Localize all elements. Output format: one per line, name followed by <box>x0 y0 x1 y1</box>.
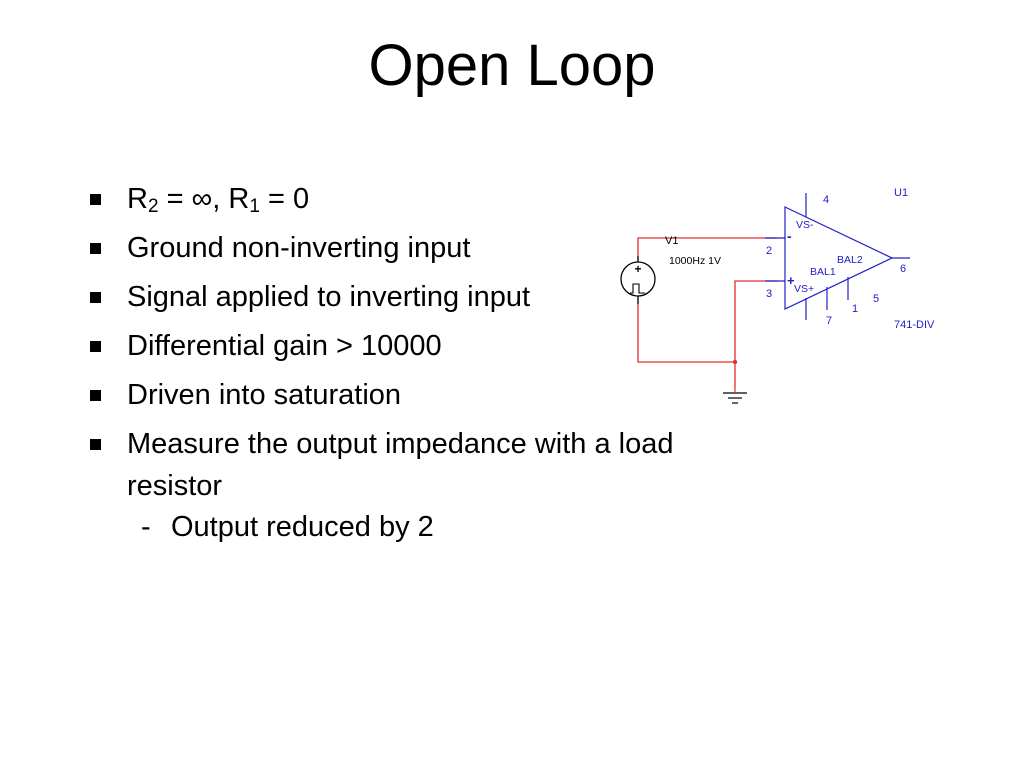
pin-4-label: 4 <box>823 194 829 206</box>
inverting-sign: - <box>787 228 792 244</box>
noninverting-sign: + <box>787 273 795 288</box>
pin-6-label: 6 <box>900 263 906 275</box>
voltage-source: + <box>620 256 656 304</box>
bullet-marker <box>90 390 101 401</box>
vs-minus-label: VS- <box>796 219 814 231</box>
pin-5-label: 5 <box>873 293 879 305</box>
bullet-marker <box>90 194 101 205</box>
wire-source-to-inverting <box>637 237 777 263</box>
bullet-ground-input: Ground non-inverting input <box>90 227 687 269</box>
bullet-output-impedance: Measure the output impedance with a load… <box>90 423 687 507</box>
vs-plus-label: VS+ <box>794 283 814 295</box>
wire-source-to-ground <box>637 296 735 363</box>
signal-wires <box>637 237 777 388</box>
bullet-text: Differential gain > 10000 <box>127 330 442 362</box>
pin-7-label: 7 <box>826 315 832 327</box>
bullet-resistors: R2 = ∞, R1 = 0 <box>90 178 687 220</box>
opamp-symbol <box>765 193 910 320</box>
sub-bullet-output-reduced: -Output reduced by 2 <box>141 507 434 547</box>
bullet-text: Signal applied to inverting input <box>127 281 531 313</box>
source-value: 1000Hz 1V <box>669 255 721 267</box>
opamp-triangle <box>784 206 894 310</box>
ground-symbol <box>723 388 747 404</box>
r2-equals-text: = ∞, R <box>158 183 250 215</box>
slide-title: Open Loop <box>368 33 656 98</box>
opamp-ref: U1 <box>894 187 908 199</box>
opamp-schematic: + V1 1000Hz 1V U1 741-DIV 4 2 3 6 5 1 7 … <box>620 187 935 404</box>
bullet-differential-gain: Differential gain > 10000 <box>90 325 687 367</box>
source-plus-sign: + <box>634 262 641 276</box>
bullet-marker <box>90 439 101 450</box>
bullet-marker <box>90 341 101 352</box>
r1-equals-text: = 0 <box>259 183 310 215</box>
r2-symbol: R <box>127 183 148 215</box>
source-circle <box>620 261 656 297</box>
pin-2-label: 2 <box>766 245 772 257</box>
square-wave-icon <box>630 283 645 294</box>
bullet-text: Measure the output impedance with a load… <box>127 428 674 502</box>
sub-bullet-dash: - <box>141 511 151 543</box>
bal1-label: BAL1 <box>810 266 836 278</box>
bullet-list: R2 = ∞, R1 = 0 Ground non-inverting inpu… <box>90 178 687 507</box>
pin-3-label: 3 <box>766 288 772 300</box>
r1-subscript: 1 <box>249 196 260 217</box>
bal2-label: BAL2 <box>837 254 863 266</box>
r2-subscript: 2 <box>147 196 159 217</box>
sub-bullet-text: Output reduced by 2 <box>171 511 434 543</box>
ground-junction <box>732 359 738 365</box>
bullet-marker <box>90 243 101 254</box>
bullet-text: Driven into saturation <box>127 379 402 411</box>
wire-noninverting-to-ground <box>734 280 777 388</box>
bullet-marker <box>90 292 101 303</box>
source-label: V1 <box>665 235 678 247</box>
pin-1-label: 1 <box>852 303 858 315</box>
bullet-signal-input: Signal applied to inverting input <box>90 276 687 318</box>
bullet-text: Ground non-inverting input <box>127 232 471 264</box>
bullet-saturation: Driven into saturation <box>90 374 687 416</box>
opamp-model: 741-DIV <box>894 319 935 331</box>
